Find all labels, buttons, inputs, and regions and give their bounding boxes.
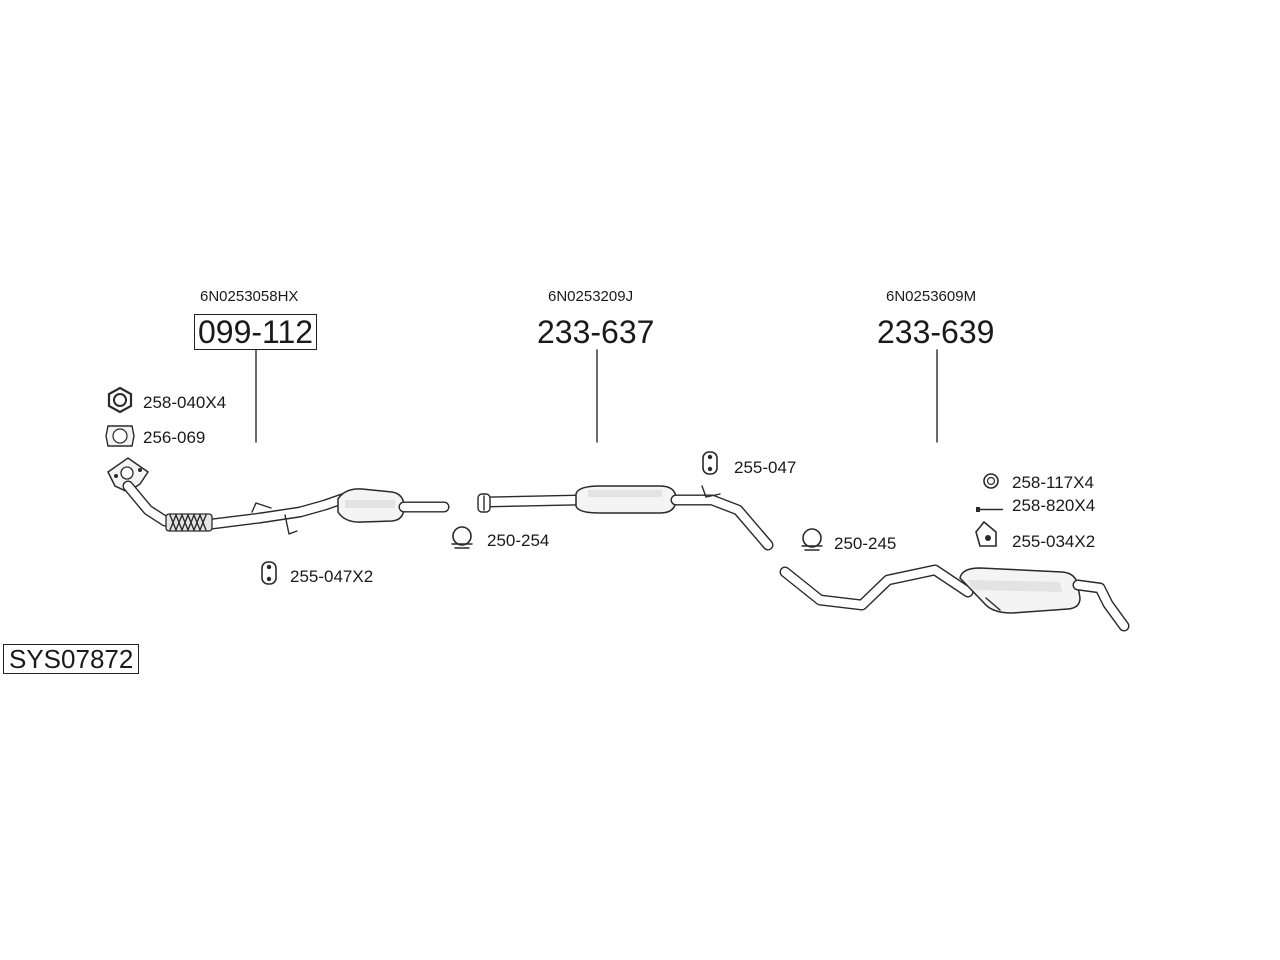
bolt-icon: [976, 507, 1003, 512]
rubber-hanger-icon: [702, 451, 718, 475]
bracket-hanger-icon: [975, 520, 997, 547]
rear-silencer-drawing[interactable]: [779, 564, 1130, 632]
ring-icon: [983, 473, 999, 489]
oem-number-front-pipe: 6N0253058HX: [200, 288, 299, 305]
rubber-hanger-icon: [261, 561, 277, 585]
nut-icon: [107, 386, 133, 414]
part-number-rear-silencer[interactable]: 233-639: [877, 314, 995, 350]
oem-number-rear-silencer: 6N0253609M: [886, 288, 977, 305]
part-number-middle-silencer[interactable]: 233-637: [537, 314, 655, 350]
gasket-icon: [105, 425, 135, 447]
part-number-front-pipe[interactable]: 099-112: [194, 314, 318, 350]
clamp-icon: [451, 526, 473, 549]
system-code: SYS07872: [3, 644, 140, 674]
oem-number-middle-silencer: 6N0253209J: [548, 288, 634, 305]
fitting-label-255-034X2[interactable]: 255-034X2: [1012, 532, 1096, 551]
fitting-label-256-069[interactable]: 256-069: [143, 428, 206, 447]
fitting-label-250-245[interactable]: 250-245: [834, 534, 897, 553]
fitting-label-258-820X4[interactable]: 258-820X4: [1012, 496, 1096, 515]
fitting-label-258-040X4[interactable]: 258-040X4: [143, 393, 227, 412]
clamp-icon: [801, 528, 823, 551]
middle-silencer-drawing[interactable]: [477, 485, 774, 551]
fitting-label-255-047X2[interactable]: 255-047X2: [290, 567, 374, 586]
fitting-label-250-254[interactable]: 250-254: [487, 531, 550, 550]
fitting-label-255-047[interactable]: 255-047: [734, 458, 797, 477]
fitting-label-258-117X4[interactable]: 258-117X4: [1012, 473, 1094, 492]
front-pipe-catalyst-drawing[interactable]: [107, 457, 450, 535]
